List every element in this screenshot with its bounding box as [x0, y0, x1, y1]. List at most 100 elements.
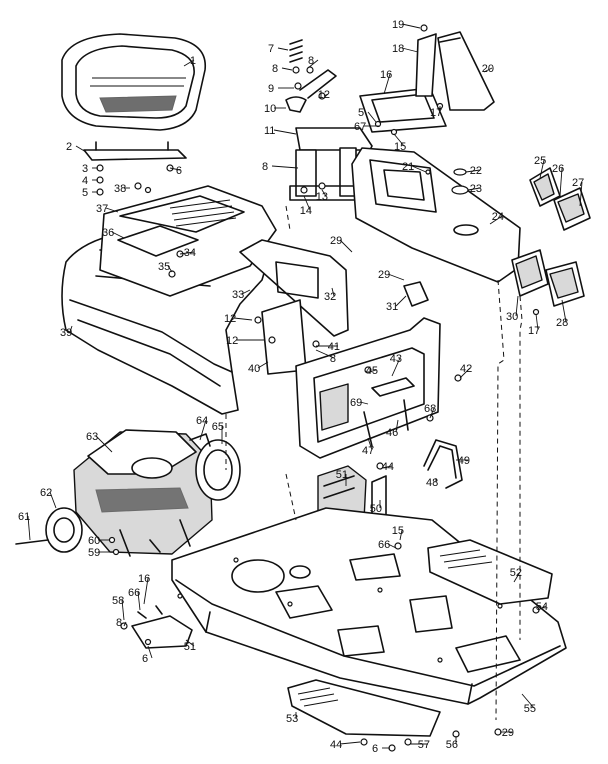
- callout-8: 8: [308, 55, 314, 67]
- callout-20: 20: [482, 63, 494, 75]
- callout-57: 57: [418, 739, 430, 751]
- callout-17: 17: [430, 107, 442, 119]
- callout-51: 51: [336, 469, 348, 481]
- callout-28: 28: [556, 317, 568, 329]
- column-cover: [415, 24, 495, 111]
- leader-line: [315, 349, 335, 359]
- callout-18: 18: [392, 43, 404, 55]
- callout-39: 39: [60, 327, 72, 339]
- callout-50: 50: [370, 503, 382, 515]
- leader-line: [111, 231, 125, 239]
- callout-8: 8: [272, 63, 278, 75]
- callout-32: 32: [324, 291, 336, 303]
- callout-56: 56: [446, 739, 458, 751]
- callout-16: 16: [138, 573, 150, 585]
- leader-line: [331, 287, 335, 297]
- leader-line: [137, 591, 141, 611]
- callout-61: 61: [18, 511, 30, 523]
- leader-lines: [27, 23, 583, 749]
- callout-49: 49: [458, 455, 470, 467]
- callout-11: 11: [264, 125, 275, 137]
- leader-line: [465, 169, 481, 173]
- leader-line: [123, 621, 127, 627]
- leader-line: [323, 93, 329, 97]
- callout-58: 58: [112, 595, 124, 607]
- callout-65: 65: [212, 421, 224, 433]
- leader-line: [401, 23, 421, 29]
- callout-6: 6: [142, 653, 148, 665]
- callout-29: 29: [378, 269, 390, 281]
- leader-line: [303, 195, 311, 211]
- fender-plate: [295, 317, 462, 459]
- callout-34: 34: [184, 247, 196, 259]
- callout-labels: 1234563837363435397889101211813141656715…: [18, 19, 584, 755]
- leader-line: [489, 215, 503, 225]
- leader-line: [49, 491, 57, 509]
- leader-line: [75, 145, 87, 153]
- leader-line: [233, 317, 253, 321]
- leader-line: [277, 47, 289, 51]
- callout-7: 7: [268, 43, 274, 55]
- leader-line: [143, 577, 149, 605]
- callout-8: 8: [262, 161, 268, 173]
- callout-40: 40: [248, 363, 260, 375]
- callout-5: 5: [358, 107, 364, 119]
- callout-59: 59: [88, 547, 100, 559]
- leader-line: [395, 295, 407, 307]
- callout-55: 55: [524, 703, 536, 715]
- leader-line: [169, 167, 181, 171]
- callout-1: 1: [190, 55, 196, 67]
- callout-33: 33: [232, 289, 244, 301]
- callout-53: 53: [286, 713, 298, 725]
- leader-line: [559, 167, 563, 197]
- callout-4: 4: [82, 175, 88, 187]
- callout-9: 9: [268, 83, 274, 95]
- callout-3: 3: [82, 163, 88, 175]
- callout-54: 54: [536, 601, 548, 613]
- leader-line: [367, 111, 377, 123]
- leader-line: [27, 515, 31, 541]
- leader-line: [383, 73, 391, 95]
- callout-60: 60: [88, 535, 100, 547]
- leader-line: [271, 165, 299, 169]
- callout-19: 19: [392, 19, 404, 31]
- callout-23: 23: [470, 183, 482, 195]
- leader-line: [321, 189, 327, 197]
- seat: [61, 33, 206, 131]
- callout-21: 21: [402, 161, 414, 173]
- callout-68: 68: [424, 403, 436, 415]
- callout-44: 44: [330, 739, 342, 751]
- dash-panel: [359, 87, 447, 136]
- leader-line: [179, 251, 195, 255]
- leader-line: [167, 265, 173, 273]
- leader-line: [147, 645, 153, 659]
- callout-17: 17: [528, 325, 540, 337]
- leader-line: [399, 529, 403, 541]
- alignment-lines: [225, 205, 523, 721]
- callout-42: 42: [460, 363, 472, 375]
- callout-35: 35: [158, 261, 170, 273]
- leader-line: [387, 273, 405, 281]
- leader-line: [387, 543, 397, 549]
- callout-8: 8: [116, 617, 122, 629]
- leader-line: [307, 59, 319, 69]
- callout-43: 43: [390, 353, 402, 365]
- leader-line: [121, 599, 125, 621]
- callout-29: 29: [330, 235, 342, 247]
- callout-66: 66: [378, 539, 390, 551]
- callout-63: 63: [86, 431, 98, 443]
- leader-line: [339, 239, 353, 253]
- leader-line: [381, 465, 393, 469]
- callout-26: 26: [552, 163, 564, 175]
- callout-24: 24: [492, 211, 504, 223]
- leader-line: [95, 435, 113, 453]
- callout-8: 8: [330, 353, 336, 365]
- leader-line: [411, 165, 427, 173]
- leader-line: [257, 361, 269, 369]
- leader-line: [521, 693, 535, 709]
- leader-line: [273, 129, 297, 135]
- leader-line: [579, 181, 583, 207]
- callout-37: 37: [96, 203, 108, 215]
